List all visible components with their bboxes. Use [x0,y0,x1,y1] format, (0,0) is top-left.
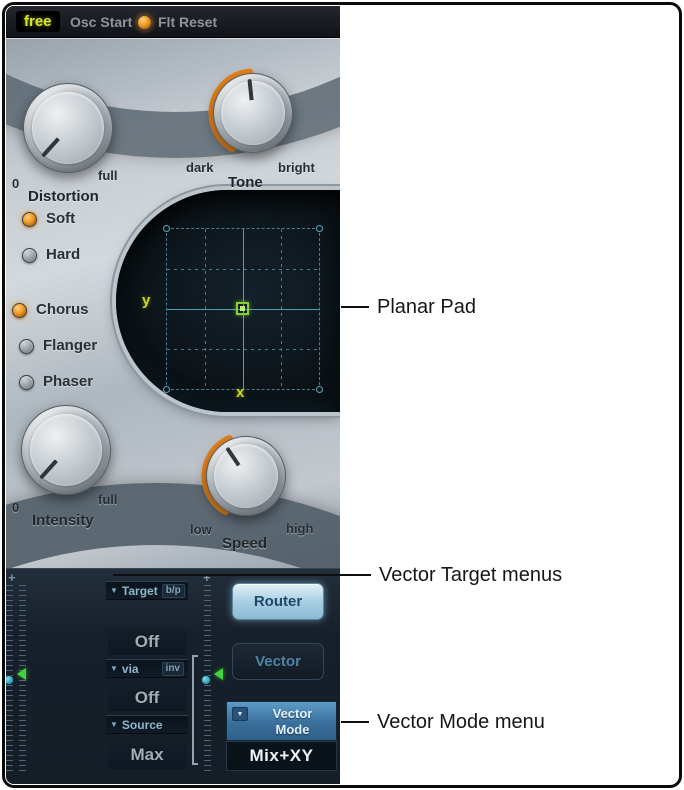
chorus-mode-label[interactable]: Chorus [36,301,89,318]
dropdown-arrow-icon: ▼ [110,585,118,595]
flt-reset-led[interactable] [137,15,152,30]
phaser-mode-led[interactable] [19,375,34,390]
speed-min-label: low [190,522,212,537]
tone-max-label: bright [278,160,315,175]
planar-pad-callout-line [341,306,369,308]
vector-mode-value[interactable]: Mix+XY [226,741,337,771]
planar-pad-well: y x [116,190,340,412]
distortion-max-label: full [98,168,118,183]
via-menu[interactable]: ▼ via inv [106,659,188,678]
distortion-knob[interactable] [23,83,113,173]
router-tab-button[interactable]: Router [232,583,324,620]
slot-bracket [192,655,198,765]
source-menu-label: Source [121,717,163,732]
slider-plus-mid: + [203,570,211,585]
distortion-min-label: 0 [12,176,20,191]
distortion-knob-pointer [41,126,70,158]
bp-toggle[interactable]: b/p [161,583,185,598]
planar-pad-callout: Planar Pad [377,296,476,318]
speed-knob[interactable] [206,436,286,516]
slider-handle-mid[interactable] [201,675,211,685]
tone-knob[interactable] [213,73,293,153]
pad-position-marker[interactable] [236,302,249,315]
es2-synth-screenshot: free Osc Start Flt Reset [6,6,340,784]
effects-panel: y x 0 full Distortion dark bright Tone S… [6,38,340,568]
intensity-knob[interactable] [21,405,111,495]
dropdown-arrow-icon: ▼ [110,719,118,729]
osc-start-label: Osc Start [70,14,133,30]
vector-mode-callout-line [341,721,369,723]
intensity-max-label: full [98,492,118,507]
flt-reset-label: Flt Reset [158,14,218,30]
intensity-knob-pointer [39,448,68,480]
slider-arrow-left[interactable] [17,668,26,680]
tone-knob-pointer [247,78,255,114]
tone-min-label: dark [186,160,214,175]
pad-corner-handle[interactable] [163,386,170,393]
vector-target-menu[interactable]: ▼ Target b/p [106,581,188,600]
flanger-mode-led[interactable] [19,339,34,354]
vector-target-callout: Vector Target menus [379,564,563,586]
phaser-mode-label[interactable]: Phaser [43,373,94,390]
soft-mode-led[interactable] [22,212,37,227]
slider-handle-left[interactable] [6,675,14,685]
hard-mode-led[interactable] [22,248,37,263]
hard-mode-label[interactable]: Hard [46,246,81,263]
pad-gridline-h25 [167,269,319,270]
pad-corner-handle[interactable] [163,225,170,232]
slider-arrow-mid[interactable] [214,668,223,680]
speed-knob-label: Speed [222,535,268,552]
router-section: + ▼ Target b/p Off ▼ via inv Off ▼ Sourc… [6,568,340,784]
oscillator-options-bar: free Osc Start Flt Reset [6,6,340,38]
target-menu-label: Target [121,583,158,598]
via-value[interactable]: Off [108,685,186,711]
via-menu-label: via [121,661,139,676]
pad-y-axis-label: y [142,292,151,309]
tone-knob-label: Tone [228,174,263,191]
inv-toggle[interactable]: inv [161,661,184,676]
flanger-mode-label[interactable]: Flanger [43,337,98,354]
pad-gridline-h75 [167,349,319,350]
pad-x-axis-label: x [236,384,245,401]
pad-corner-handle[interactable] [316,225,323,232]
dropdown-arrow-icon: ▼ [232,707,248,721]
pad-corner-handle[interactable] [316,386,323,393]
slider-plus-left: + [8,570,16,585]
vector-tab-button[interactable]: Vector [232,643,324,680]
soft-mode-label[interactable]: Soft [46,210,76,227]
target-value[interactable]: Off [108,629,186,655]
source-menu[interactable]: ▼ Source [106,715,188,734]
dropdown-arrow-icon: ▼ [110,663,118,673]
osc-start-value[interactable]: free [16,11,60,32]
intensity-knob-label: Intensity [32,512,94,529]
planar-pad[interactable] [163,225,323,393]
vector-mode-callout: Vector Mode menu [377,711,545,733]
distortion-knob-label: Distortion [28,188,99,205]
source-value[interactable]: Max [108,741,186,769]
vector-target-callout-line [113,574,371,576]
chorus-mode-led[interactable] [12,303,27,318]
speed-knob-pointer [225,446,248,478]
intensity-min-label: 0 [12,500,20,515]
speed-max-label: high [286,521,314,536]
